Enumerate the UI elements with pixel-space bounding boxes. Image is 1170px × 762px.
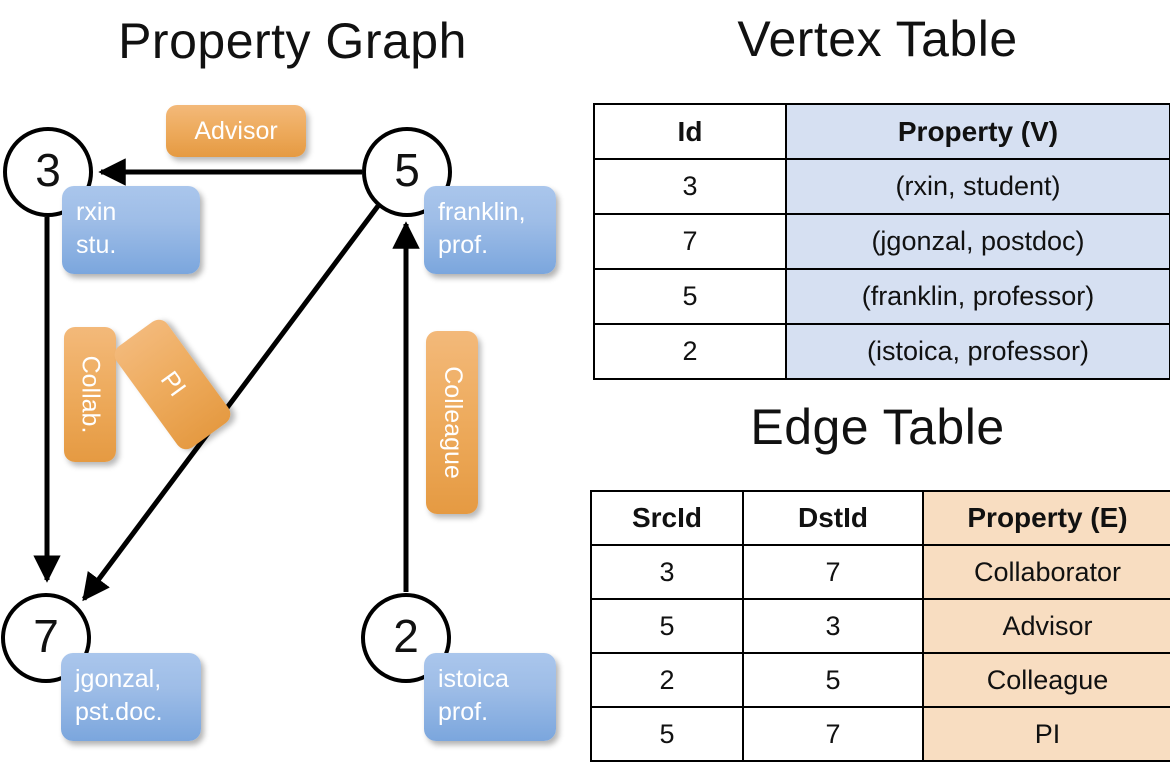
edge-cell-property: Advisor xyxy=(922,598,1170,654)
node-property-box-2: istoica prof. xyxy=(424,653,556,741)
graph-node-5[interactable]: 5 xyxy=(362,127,452,217)
edge-label-colleague-text: Colleague xyxy=(438,366,467,479)
vertex-cell-property: (jgonzal, postdoc) xyxy=(785,213,1170,270)
edge-cell-property: Collaborator xyxy=(922,544,1170,600)
edge-cell-srcid: 3 xyxy=(590,544,744,600)
graph-edges-layer xyxy=(33,158,420,602)
edge-table-header-row: SrcId DstId Property (E) xyxy=(590,490,1170,546)
property-graph-diagram: 3 5 7 2 rxin stu. franklin, prof. jgonza… xyxy=(0,0,585,760)
table-row: 7 (jgonzal, postdoc) xyxy=(593,213,1170,270)
table-row: 3 7 Collaborator xyxy=(590,544,1170,600)
edge-cell-property: Colleague xyxy=(922,652,1170,708)
section-title-edge-table: Edge Table xyxy=(750,399,1005,455)
node-property-box-5: franklin, prof. xyxy=(424,186,556,274)
edge-cell-dstid: 5 xyxy=(742,652,924,708)
node-property-5-line2: prof. xyxy=(438,231,489,259)
edge-cell-srcid: 5 xyxy=(590,706,744,762)
edge-label-colleague: Colleague xyxy=(426,331,478,514)
vertex-cell-id: 2 xyxy=(593,323,787,380)
graph-node-5-label: 5 xyxy=(394,144,420,196)
node-property-2-line2: prof. xyxy=(438,698,489,726)
edge-cell-dstid: 3 xyxy=(742,598,924,654)
section-title-vertex-table: Vertex Table xyxy=(737,11,1018,67)
edge-cell-property: PI xyxy=(922,706,1170,762)
graph-node-2-label: 2 xyxy=(393,610,419,662)
table-row: 5 7 PI xyxy=(590,706,1170,762)
node-property-7-line2: pst.doc. xyxy=(75,698,163,726)
vertex-table-header-row: Id Property (V) xyxy=(593,103,1170,160)
node-property-3-line1: rxin xyxy=(76,198,117,226)
edge-label-collab-text: Collab. xyxy=(76,355,105,434)
page-title-property-graph: Property Graph xyxy=(118,13,467,69)
node-property-5-line1: franklin, xyxy=(438,198,526,226)
edge-cell-srcid: 2 xyxy=(590,652,744,708)
vertex-cell-id: 5 xyxy=(593,268,787,325)
table-row: 2 (istoica, professor) xyxy=(593,323,1170,380)
edge-cell-dstid: 7 xyxy=(742,544,924,600)
node-property-box-7: jgonzal, pst.doc. xyxy=(61,653,201,741)
vertex-table-header-id: Id xyxy=(593,103,787,160)
node-property-2-line1: istoica xyxy=(438,665,509,693)
vertex-cell-id: 7 xyxy=(593,213,787,270)
edge-cell-dstid: 7 xyxy=(742,706,924,762)
edge-cell-srcid: 5 xyxy=(590,598,744,654)
table-row: 3 (rxin, student) xyxy=(593,158,1170,215)
edge-table-header-dstid: DstId xyxy=(742,490,924,546)
graph-node-7-label: 7 xyxy=(33,610,59,662)
edge-label-advisor-text: Advisor xyxy=(194,116,278,145)
vertex-table: Id Property (V) 3 (rxin, student) 7 (jgo… xyxy=(593,103,1170,380)
node-property-7-line1: jgonzal, xyxy=(75,665,162,693)
edge-table-header-property: Property (E) xyxy=(922,490,1170,546)
node-property-box-3: rxin stu. xyxy=(62,186,200,274)
graph-node-2[interactable]: 2 xyxy=(361,593,451,683)
edge-label-collab: Collab. xyxy=(64,327,116,462)
edge-5-to-7-pi xyxy=(81,204,381,602)
table-row: 5 3 Advisor xyxy=(590,598,1170,654)
table-row: 5 (franklin, professor) xyxy=(593,268,1170,325)
vertex-table-header-property: Property (V) xyxy=(785,103,1170,160)
edge-label-pi-text: PI xyxy=(154,366,192,402)
vertex-cell-property: (istoica, professor) xyxy=(785,323,1170,380)
edge-label-advisor: Advisor xyxy=(166,105,306,157)
vertex-cell-property: (franklin, professor) xyxy=(785,268,1170,325)
table-row: 2 5 Colleague xyxy=(590,652,1170,708)
edge-table-header-srcid: SrcId xyxy=(590,490,744,546)
vertex-cell-id: 3 xyxy=(593,158,787,215)
vertex-cell-property: (rxin, student) xyxy=(785,158,1170,215)
node-property-3-line2: stu. xyxy=(76,231,117,259)
edge-table: SrcId DstId Property (E) 3 7 Collaborato… xyxy=(590,490,1170,762)
graph-node-3-label: 3 xyxy=(35,144,61,196)
